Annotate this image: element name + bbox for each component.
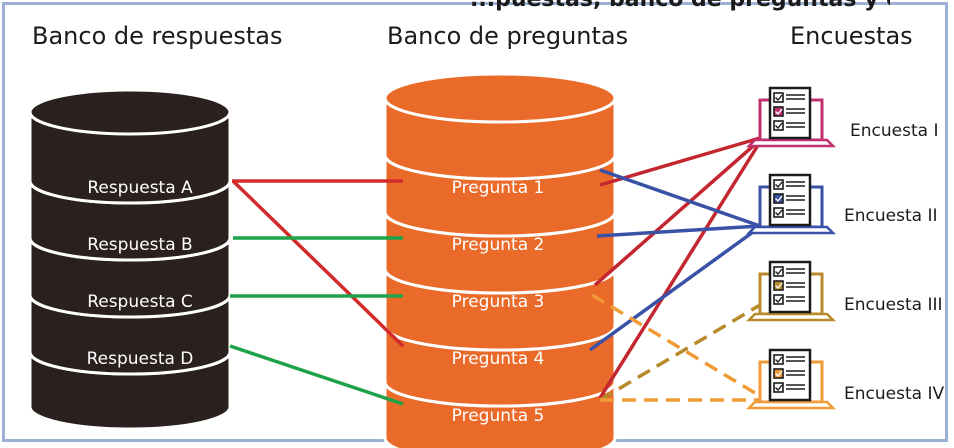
question-label-1: Pregunta 1 [452,178,545,198]
survey-laptops [745,86,837,410]
link-respuesta-a-pregunta-4 [231,179,405,348]
link-respuesta-d-pregunta-5 [229,344,404,406]
link-pregunta-3-encuesta-4 [591,293,761,398]
link-pregunta-5-encuesta-1 [598,141,762,399]
question-survey-links [588,136,762,402]
link-pregunta-2-encuesta-2 [596,224,761,238]
questions-cylinder-top [383,72,617,181]
link-pregunta-4-encuesta-2 [588,225,762,352]
questions-cylinder: Pregunta 1 Pregunta 2 Pregunta 3 Pregunt… [383,72,617,448]
answers-cylinder: Respuesta A Respuesta B Respuesta C Resp… [28,88,232,431]
laptop-icon-encuesta-1 [745,86,837,148]
answer-label-a: Respuesta A [87,178,193,198]
questions-bank-header: Banco de preguntas [387,22,629,50]
survey-label-1: Encuesta I [850,121,938,141]
link-pregunta-5-encuesta-3 [599,303,761,402]
answer-question-links [229,179,405,406]
survey-label-2: Encuesta II [844,206,937,226]
survey-label-3: Encuesta III [844,295,942,315]
laptop-icon-encuesta-2 [745,173,837,235]
laptop-icon-encuesta-4 [745,348,837,410]
survey-label-4: Encuesta IV [844,384,944,404]
answers-cylinder-top [28,88,232,205]
question-label-4: Pregunta 4 [452,349,545,369]
link-pregunta-1-encuesta-1 [599,136,761,187]
answer-label-c: Respuesta C [87,292,193,312]
link-pregunta-3-encuesta-1 [593,138,762,287]
surveys-header: Encuestas [790,22,913,50]
answer-label-b: Respuesta B [87,235,192,255]
question-label-5: Pregunta 5 [452,406,545,426]
question-label-2: Pregunta 2 [452,235,545,255]
answers-bank-header: Banco de respuestas [32,22,283,50]
diagram-title-fragment: ...puestas, banco de preguntas y en... [470,0,890,12]
laptop-icon-encuesta-3 [745,260,837,322]
answer-label-d: Respuesta D [87,349,194,369]
question-label-3: Pregunta 3 [452,292,545,312]
link-pregunta-1-encuesta-2 [599,168,761,228]
